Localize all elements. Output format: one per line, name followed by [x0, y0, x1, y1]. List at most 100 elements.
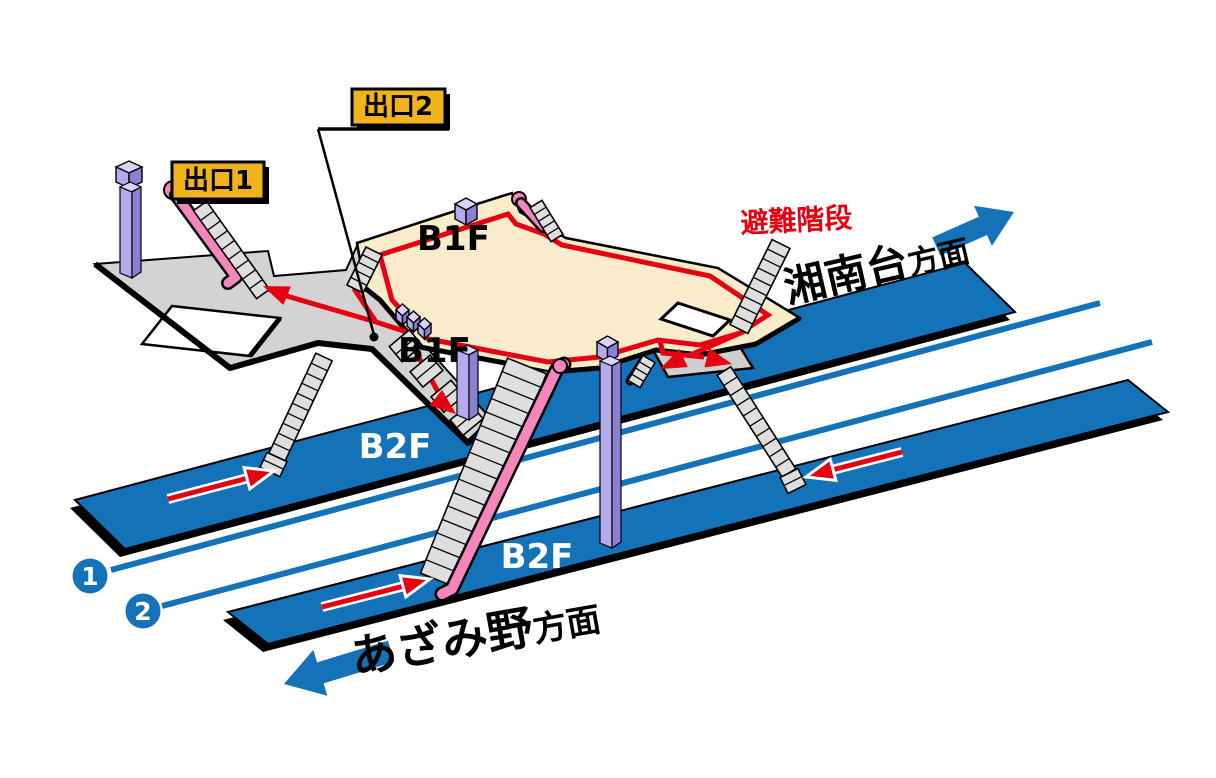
stair-step — [358, 261, 375, 271]
stair-step — [762, 437, 777, 448]
stair-step — [242, 269, 256, 280]
exit1-label-box — [170, 160, 266, 201]
pillar-right — [468, 348, 479, 422]
curl — [552, 358, 568, 374]
stair-step — [416, 362, 437, 380]
platform-2-badge-number: 2 — [134, 597, 151, 626]
escalator-top-curl-icon — [552, 358, 568, 374]
leader-line-2 — [161, 339, 1153, 609]
pillar-west — [118, 181, 143, 280]
stair-step — [496, 384, 536, 402]
cube-right — [423, 322, 432, 341]
stairs-walkway-to-platform1 — [267, 352, 334, 462]
platform-2: B2F — [223, 378, 1171, 652]
stair-step — [292, 402, 309, 412]
walkway-hole-edge — [248, 316, 282, 358]
ticket-gate-1 — [394, 303, 411, 327]
stair-step — [301, 382, 319, 392]
stair-step — [542, 220, 555, 229]
stair-step — [221, 239, 235, 251]
east-mini-stairs — [626, 354, 657, 389]
stair-step — [753, 276, 772, 287]
stair-step — [749, 417, 764, 427]
stair-step — [783, 475, 803, 487]
stair-step — [490, 397, 531, 415]
stair-band — [528, 199, 565, 243]
evacuation-stairs-label: 避難階段 — [740, 201, 854, 240]
evacuation-stairs-upper — [728, 238, 792, 335]
pillar-right — [611, 359, 622, 550]
ramp-steps — [408, 353, 445, 389]
route-arrowhead — [429, 389, 456, 414]
concourse-block — [453, 197, 479, 227]
stair-step — [200, 210, 214, 221]
floor-labels: B1F B1F — [398, 219, 490, 371]
route-line — [827, 449, 903, 474]
stair-step — [768, 447, 784, 458]
stair-step — [501, 370, 542, 388]
stair-step — [723, 376, 738, 387]
exit1-label-text: 出口1 — [183, 166, 253, 196]
cube-right — [465, 202, 478, 227]
platform-1-badge — [72, 558, 108, 594]
route-arrowhead — [660, 348, 688, 369]
route-east-branch-b — [657, 340, 705, 360]
pillars-and-gates — [114, 160, 623, 550]
stair-step — [480, 424, 520, 442]
stair-step — [546, 226, 560, 236]
route-line — [321, 582, 409, 610]
stair-step — [469, 451, 509, 469]
pillar-center-top — [595, 335, 620, 364]
concourse-stair-hole — [658, 301, 733, 338]
north-stairs — [528, 199, 565, 243]
stair-step — [775, 457, 790, 468]
evacuation-stairs-foot — [778, 467, 808, 495]
route-line — [167, 474, 253, 502]
stair-step — [282, 422, 300, 432]
platform-2-floor-label: B2F — [501, 537, 574, 577]
stair-step — [734, 314, 753, 325]
stair-step — [214, 230, 228, 241]
platform-route-arrows — [166, 447, 904, 612]
direction-azamino-suffix: 方面 — [530, 600, 604, 651]
pillar-center — [598, 355, 623, 550]
exit2-location-dot — [369, 332, 379, 342]
stair-step — [538, 213, 551, 222]
stair-step — [395, 337, 417, 355]
walkway-thick-edges — [93, 261, 495, 446]
stair-step — [762, 257, 781, 268]
stair-step — [287, 412, 305, 422]
direction-arrow-icon — [284, 640, 395, 696]
evacuation-stairs-lower — [716, 365, 797, 479]
pillar-left — [599, 360, 613, 549]
stair-step — [228, 249, 242, 261]
platform-1-badge-number: 1 — [81, 562, 98, 591]
stair-step — [533, 206, 547, 216]
direction-arrow-icon — [932, 205, 1014, 256]
stair-step — [306, 372, 324, 382]
stair-step — [296, 392, 314, 402]
ramp-steps — [388, 328, 424, 364]
platform-number-badges: 1 2 — [72, 558, 161, 629]
stairs-platform1-landing — [258, 451, 289, 478]
exit2-label-text: 出口2 — [363, 92, 433, 122]
route-arrowhead — [242, 465, 278, 492]
stair-step — [755, 427, 771, 438]
direction-arrows — [284, 205, 1014, 696]
stair-step — [729, 386, 745, 397]
stair-step — [743, 295, 763, 306]
stair-step — [310, 362, 328, 372]
stair-step — [748, 286, 767, 297]
pillar-right — [131, 185, 142, 280]
stair-step — [263, 459, 284, 470]
stair-step — [757, 267, 777, 278]
escalator-belt — [171, 190, 241, 288]
exit1-escalator — [169, 188, 243, 290]
pillar-under-concourse — [455, 344, 480, 422]
stair-step — [739, 305, 758, 316]
mezzanine-walkway — [92, 243, 495, 446]
ticket-gate-2 — [405, 310, 422, 334]
platform-2-surface — [225, 378, 1171, 646]
stair-step — [638, 361, 652, 370]
